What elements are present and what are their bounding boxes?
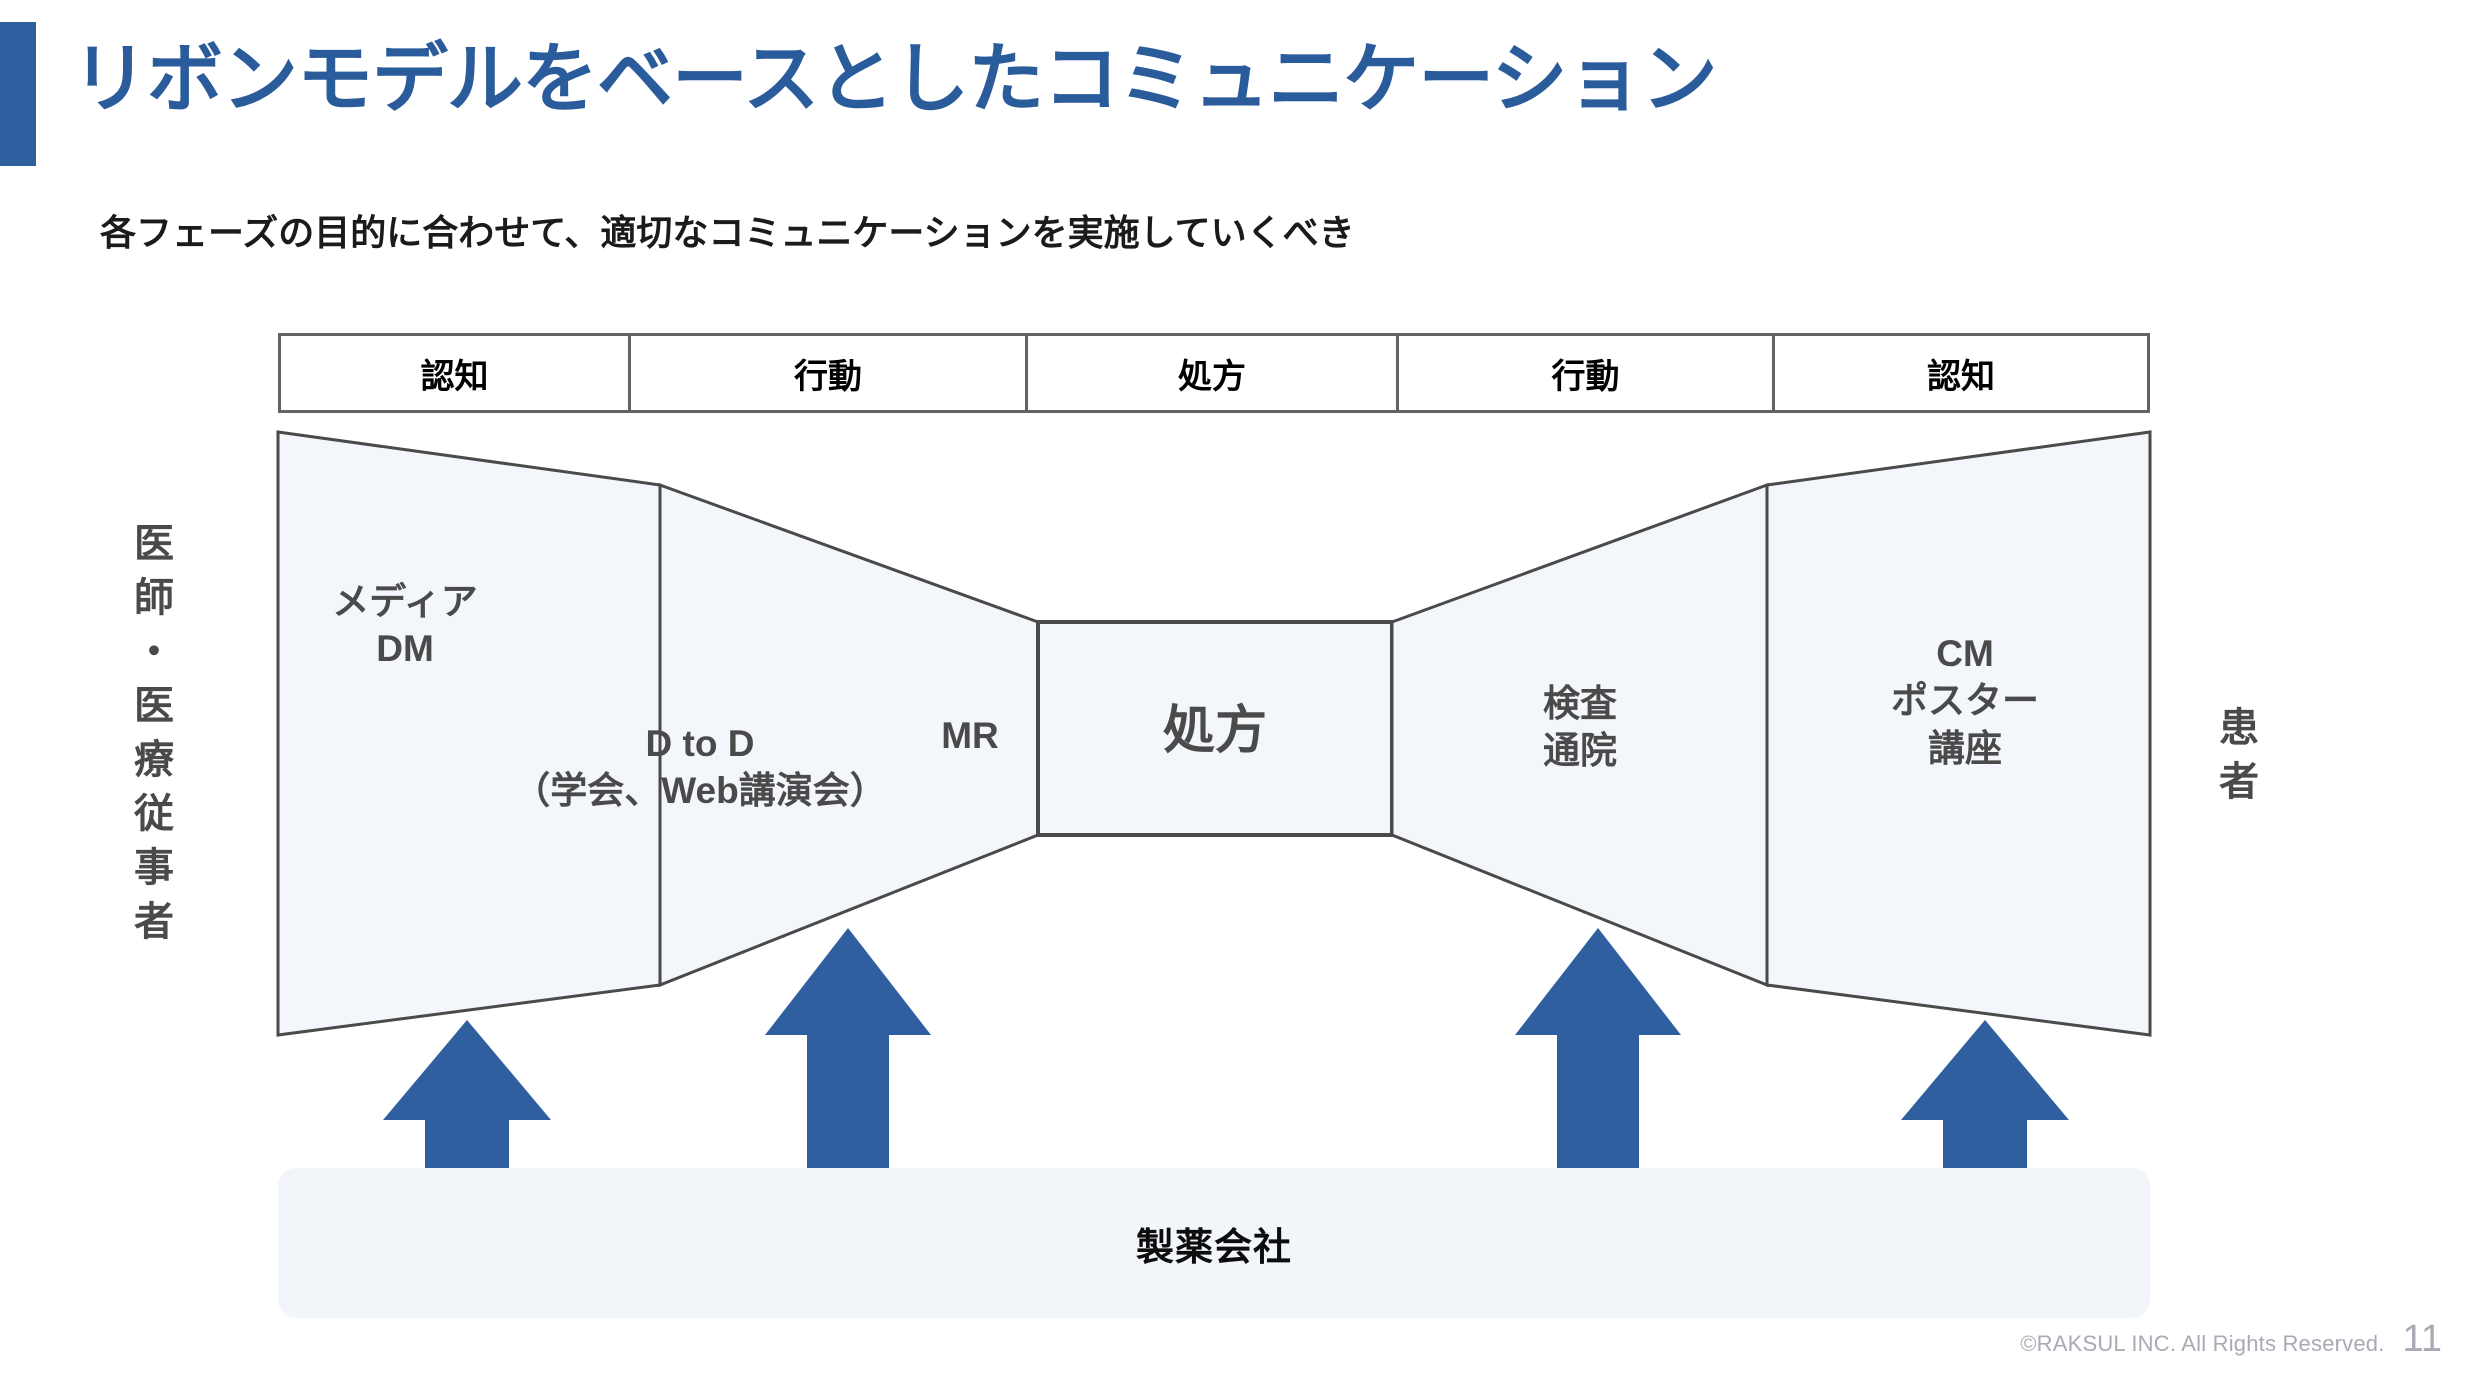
phase-cell-label: 処方 [1178,357,1246,396]
arrow-4 [1901,1020,2069,1168]
page-number: 11 [2402,1318,2442,1360]
pharma-company-label: 製薬会社 [1135,1226,1292,1269]
ribbon-label-media: メディア DM [332,581,478,670]
ribbon-label-d-to-d: D to D （学会、Web講演会） [513,723,887,812]
phase-cell-4: 行動 [1399,336,1775,410]
footer: ©RAKSUL INC. All Rights Reserved. 11 [2020,1318,2442,1361]
phase-cell-1: 認知 [281,336,631,410]
left-actor-label: 医師・医療従事者 [128,522,172,954]
copyright-text: ©RAKSUL INC. All Rights Reserved. [2020,1331,2385,1356]
ribbon-label-exam: 検査 通院 [1543,683,1617,772]
phase-cell-label: 認知 [1927,357,1995,396]
ribbon-label-mr: MR [941,715,999,756]
page-subtitle: 各フェーズの目的に合わせて、適切なコミュニケーションを実施していくべき [100,212,1355,253]
phase-cell-label: 行動 [794,357,862,396]
phase-cell-label: 行動 [1551,357,1620,396]
phase-header-table: 認知 行動 処方 行動 認知 [278,333,2150,413]
arrow-2 [765,928,931,1168]
ribbon-label-rx: 処方 [1162,702,1267,760]
phase-cell-label: 認知 [420,357,489,396]
phase-cell-3: 処方 [1028,336,1399,410]
right-actor-label: 患者 [2213,706,2257,814]
phase-cell-5: 認知 [1775,336,2147,410]
title-accent-bar [0,22,36,166]
page-title: リボンモデルをベースとしたコミュニケーション [72,37,1718,122]
phase-cell-2: 行動 [631,336,1028,410]
ribbon-label-cm: CM ポスター 講座 [1891,633,2039,769]
arrow-3 [1515,928,1681,1168]
arrow-1 [383,1020,551,1168]
pharma-company-bar: 製薬会社 [278,1168,2150,1318]
